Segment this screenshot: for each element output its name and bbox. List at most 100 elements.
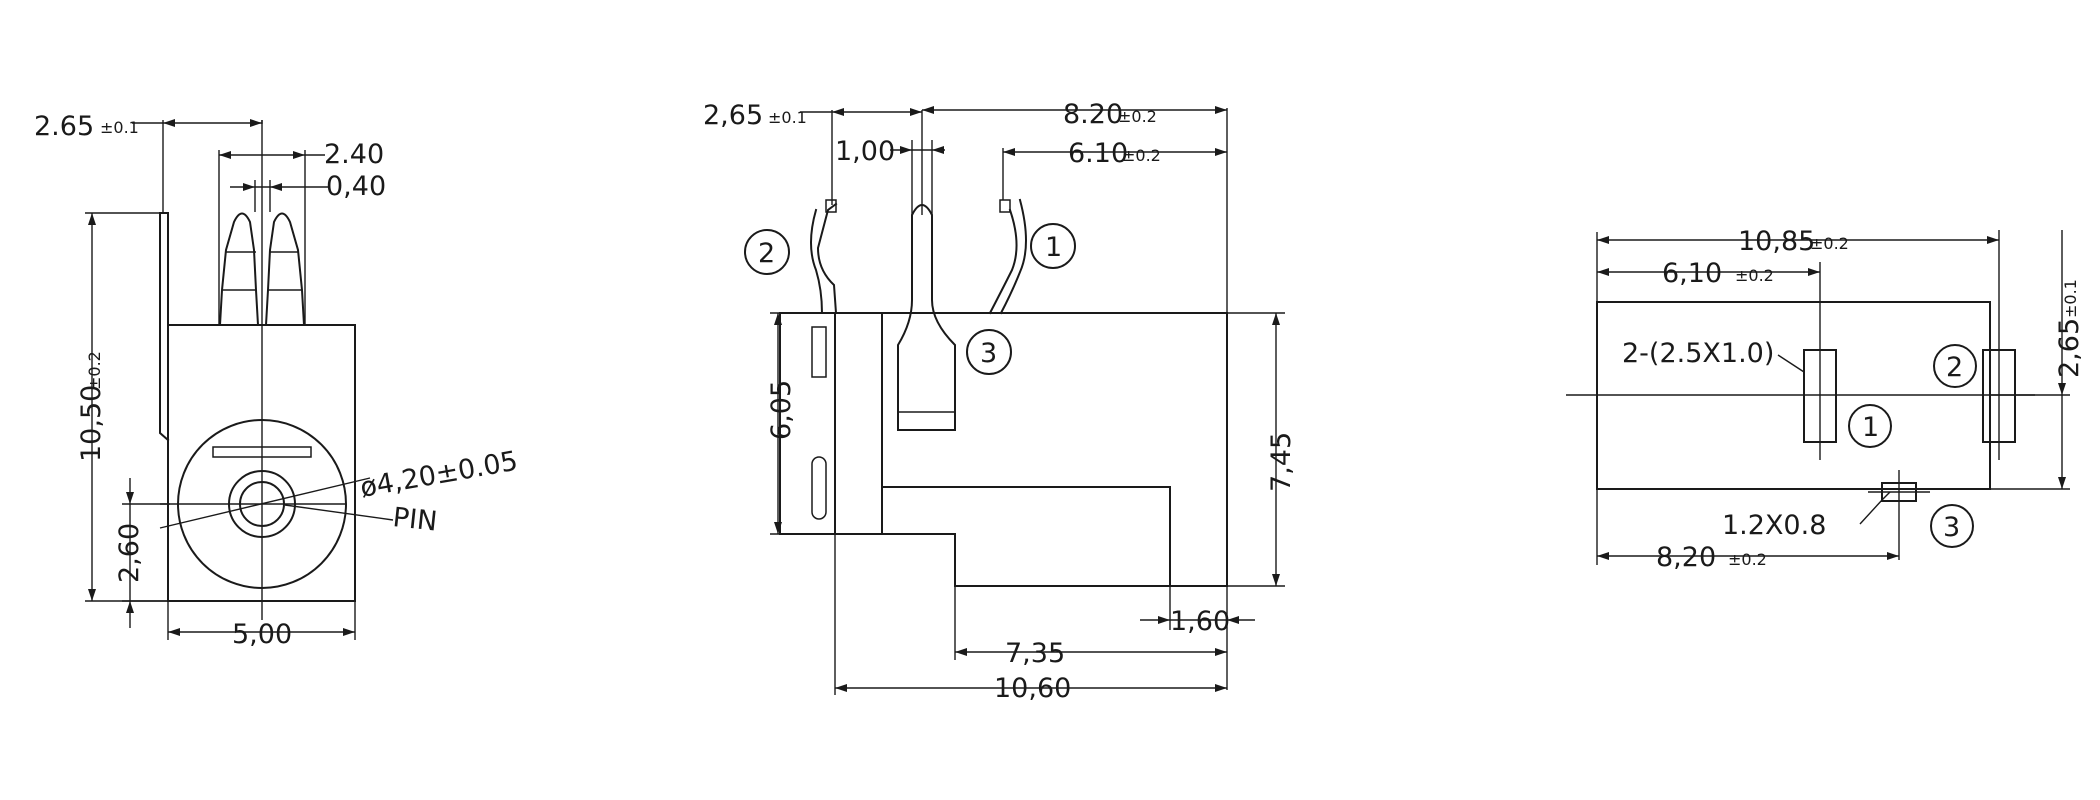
side-pin-2-tip bbox=[825, 199, 837, 213]
footprint-slots-leader bbox=[1777, 354, 1805, 373]
side-arrow-265b bbox=[910, 108, 922, 116]
side-plate-slot bbox=[811, 456, 827, 520]
front-label-pin: PIN bbox=[391, 502, 438, 537]
footprint-dim-265-tol: ±0.1 bbox=[2061, 279, 2080, 318]
side-arrow-610b bbox=[1215, 148, 1227, 156]
side-arrow-605b bbox=[774, 522, 782, 534]
footprint-dim-610: 6,10 bbox=[1662, 258, 1722, 289]
footprint-arrow-1085a bbox=[1597, 236, 1609, 244]
front-back-plate bbox=[159, 212, 170, 442]
side-arrow-100a bbox=[900, 146, 912, 154]
side-pin-1-tip bbox=[999, 199, 1011, 213]
front-arrow-265b bbox=[250, 119, 262, 127]
side-arrow-1060b bbox=[1215, 684, 1227, 692]
side-arrow-1060a bbox=[835, 684, 847, 692]
front-jack-slot bbox=[212, 446, 312, 458]
front-arrow-height-a bbox=[88, 213, 96, 225]
side-pin-2-marker bbox=[744, 229, 790, 275]
footprint-arrow-265b bbox=[2058, 477, 2066, 489]
footprint-label-hole: 1.2X0.8 bbox=[1722, 510, 1826, 541]
side-dim-605: 6,05 bbox=[766, 380, 797, 440]
footprint-pin-1-marker bbox=[1848, 404, 1892, 448]
side-dim-160: 1,60 bbox=[1170, 606, 1230, 637]
side-arrow-160a bbox=[1158, 616, 1170, 624]
side-dim-265: 2,65 bbox=[703, 100, 763, 131]
side-dim-745: 7,45 bbox=[1266, 432, 1297, 492]
footprint-pin-2-label: 2 bbox=[1946, 352, 1963, 383]
side-dim-820-tol: ±0.2 bbox=[1118, 107, 1157, 126]
side-body-outline bbox=[779, 312, 1228, 587]
front-view: 2.65 ±0.1 2.40 0,40 10,50 ±0.2 2,60 bbox=[34, 111, 520, 650]
side-dim-610-tol: ±0.2 bbox=[1122, 146, 1161, 165]
front-dim-040: 0,40 bbox=[326, 171, 386, 202]
front-dim-260: 2,60 bbox=[114, 523, 145, 583]
front-dim-240: 2.40 bbox=[324, 139, 384, 170]
front-pin-left bbox=[218, 212, 260, 327]
side-dim-610: 6.10 bbox=[1068, 138, 1128, 169]
side-pin-3-label: 3 bbox=[980, 338, 997, 369]
footprint-view: 10,85 ±0.2 6,10 ±0.2 2,65 ±0.1 2-(2.5X1.… bbox=[1566, 226, 2085, 573]
side-arrow-100b bbox=[932, 146, 944, 154]
footprint-label-slots: 2-(2.5X1.0) bbox=[1622, 338, 1774, 369]
side-arrow-735a bbox=[955, 648, 967, 656]
footprint-dim-1085-tol: ±0.2 bbox=[1810, 234, 1849, 253]
side-dim-735: 7,35 bbox=[1005, 638, 1065, 669]
front-arrow-240a bbox=[219, 151, 231, 159]
side-arrow-605a bbox=[774, 313, 782, 325]
front-arrow-width-a bbox=[168, 628, 180, 636]
side-arrow-610a bbox=[1003, 148, 1015, 156]
front-pin-right bbox=[264, 212, 306, 327]
front-arrow-height-b bbox=[88, 589, 96, 601]
side-pin-2-label: 2 bbox=[758, 238, 775, 269]
side-arrow-160b bbox=[1227, 616, 1239, 624]
front-arrow-width-b bbox=[343, 628, 355, 636]
front-dim-265-tol: ±0.1 bbox=[100, 118, 139, 137]
side-arrow-820b bbox=[1215, 106, 1227, 114]
side-arrow-745b bbox=[1272, 574, 1280, 586]
front-arrow-040b bbox=[270, 183, 282, 191]
footprint-arrow-820b bbox=[1887, 552, 1899, 560]
side-plate-notch bbox=[811, 326, 827, 378]
side-dim-265-tol: ±0.1 bbox=[768, 108, 807, 127]
side-arrow-745a bbox=[1272, 313, 1280, 325]
footprint-arrow-610b bbox=[1808, 268, 1820, 276]
front-arrow-240b bbox=[293, 151, 305, 159]
front-dim-height-tol: ±0.2 bbox=[85, 351, 104, 390]
side-pin-1 bbox=[988, 198, 1027, 315]
side-pin-1-marker bbox=[1030, 223, 1076, 269]
footprint-dim-820-tol: ±0.2 bbox=[1728, 550, 1767, 569]
front-diameter-leader bbox=[159, 477, 371, 529]
footprint-arrow-265a bbox=[2058, 383, 2066, 395]
side-dim-100: 1,00 bbox=[835, 136, 895, 167]
side-pin-2 bbox=[810, 202, 838, 315]
front-pin-leader bbox=[284, 504, 394, 521]
footprint-pin-2-marker bbox=[1933, 344, 1977, 388]
front-arrow-260a bbox=[126, 492, 134, 504]
footprint-arrow-610a bbox=[1597, 268, 1609, 276]
front-arrow-040a bbox=[243, 183, 255, 191]
side-dim-820: 8.20 bbox=[1063, 99, 1123, 130]
side-arrow-820a bbox=[922, 106, 934, 114]
footprint-hole-leader bbox=[1859, 491, 1891, 525]
side-dim-1060: 10,60 bbox=[994, 673, 1071, 704]
side-pin-3-marker bbox=[966, 329, 1012, 375]
side-arrow-735b bbox=[1215, 648, 1227, 656]
front-dim-diameter: ø4,20±0.05 bbox=[358, 446, 520, 504]
front-dim-265: 2.65 bbox=[34, 111, 94, 142]
front-arrow-265a bbox=[163, 119, 175, 127]
side-center-pin bbox=[897, 204, 956, 431]
footprint-arrow-1085b bbox=[1987, 236, 1999, 244]
side-pin-1-label: 1 bbox=[1045, 232, 1062, 263]
footprint-pin-3-label: 3 bbox=[1943, 512, 1960, 543]
side-view: 2,65 ±0.1 8.20 ±0.2 1,00 6.10 ±0.2 6,05 bbox=[703, 99, 1297, 704]
front-dim-width: 5,00 bbox=[232, 619, 292, 650]
footprint-pin-3-marker bbox=[1930, 504, 1974, 548]
front-dim-height: 10,50 bbox=[76, 385, 107, 462]
footprint-dim-610-tol: ±0.2 bbox=[1735, 266, 1774, 285]
front-arrow-260b bbox=[126, 601, 134, 613]
footprint-dim-820: 8,20 bbox=[1656, 542, 1716, 573]
footprint-dim-1085: 10,85 bbox=[1738, 226, 1815, 257]
footprint-pin-1-label: 1 bbox=[1862, 412, 1879, 443]
footprint-dim-265: 2,65 bbox=[2054, 318, 2085, 378]
